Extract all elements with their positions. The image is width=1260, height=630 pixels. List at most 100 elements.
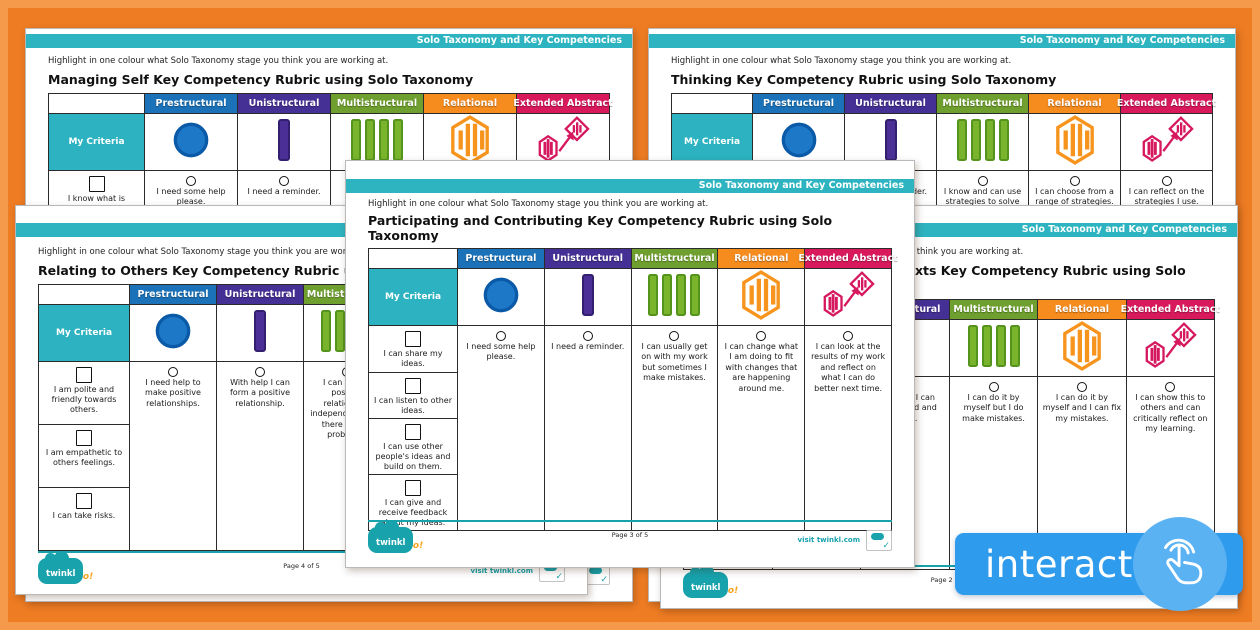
- instruction-text: Highlight in one colour what Solo Taxono…: [38, 247, 379, 257]
- page-number: Page 4 of 5: [283, 562, 320, 570]
- descriptor-prestructural: I need help to make positive relationshi…: [129, 362, 216, 550]
- criteria-cell: I can use other people's ideas and build…: [369, 419, 457, 475]
- header-extended-abstract: Extended Abstract: [798, 249, 898, 268]
- stage-radio[interactable]: [582, 331, 593, 341]
- relational-icon: [1054, 115, 1096, 169]
- criteria-cell: I can give and receive feedback about my…: [369, 475, 457, 530]
- unistructural-icon: [884, 118, 898, 166]
- rubric-table: Prestructural Unistructural Multistructu…: [368, 248, 898, 531]
- descriptor-prestructural: I need some help please.: [457, 326, 544, 530]
- interactive-badge-circle[interactable]: [1133, 517, 1227, 611]
- interactive-badge[interactable]: interactive: [955, 517, 1245, 611]
- descriptor-extended-abstract: I can show this to others and can critic…: [1125, 377, 1214, 569]
- multistructural-icon: [647, 273, 701, 321]
- header-unistructural: Unistructural: [543, 249, 631, 268]
- stage-radio[interactable]: [843, 331, 854, 341]
- stage-radio[interactable]: [977, 176, 988, 186]
- criteria-checkbox[interactable]: [76, 493, 92, 509]
- header-extended-abstract: Extended Abstract: [1117, 94, 1216, 113]
- criteria-checkbox[interactable]: [405, 480, 421, 496]
- twinkl-badge-icon: ✓: [866, 529, 892, 551]
- criteria-cell: I can take risks.: [39, 488, 129, 550]
- criteria-column: I am polite and friendly towards others.…: [39, 362, 129, 550]
- corner-cell: [369, 249, 457, 268]
- header-relational: Relational: [1037, 300, 1126, 319]
- visit-twinkl-link[interactable]: visit twinkl.com: [470, 567, 533, 575]
- stage-radio[interactable]: [669, 331, 680, 341]
- criteria-checkbox[interactable]: [88, 176, 105, 192]
- corner-cell: [39, 285, 129, 304]
- rubric-table: Prestructural Unistructural Multistructu…: [48, 93, 613, 382]
- criteria-checkbox[interactable]: [405, 424, 421, 440]
- header-extended-abstract: Extended Abstract: [513, 94, 613, 113]
- page-title: Managing Self Key Competency Rubric usin…: [48, 72, 474, 87]
- header-multistructural: Multistructural: [936, 94, 1028, 113]
- criteria-checkbox[interactable]: [76, 367, 92, 383]
- page-number: Page 3 of 5: [611, 531, 649, 539]
- multistructural-icon: [967, 324, 1021, 372]
- stage-radio[interactable]: [495, 331, 506, 341]
- extended-abstract-icon: [1140, 114, 1194, 170]
- stage-radio[interactable]: [1161, 176, 1172, 186]
- page-title: Participating and Contributing Key Compe…: [368, 213, 833, 243]
- prestructural-icon: [780, 121, 818, 163]
- header-unistructural: Unistructural: [216, 285, 303, 304]
- criteria-cell: I can share my ideas.: [369, 326, 457, 373]
- header-prestructural: Prestructural: [129, 285, 216, 304]
- relational-icon: [1061, 321, 1103, 375]
- header-unistructural: Unistructural: [844, 94, 936, 113]
- descriptor-relational: I can do it by myself and I can fix my m…: [1037, 377, 1125, 569]
- banner-solo-taxonomy: Solo Taxonomy and Key Competencies: [649, 34, 1235, 48]
- stage-radio[interactable]: [279, 176, 289, 186]
- multistructural-icon: [350, 118, 404, 166]
- worksheet-page-participating-contributing: Solo Taxonomy and Key Competencies Highl…: [345, 160, 915, 568]
- header-unistructural: Unistructural: [237, 94, 330, 113]
- criteria-checkbox[interactable]: [76, 430, 92, 446]
- stage-radio[interactable]: [1165, 382, 1176, 392]
- criteria-cell: I can listen to other ideas.: [369, 373, 457, 419]
- extended-abstract-icon: [821, 269, 875, 325]
- corner-cell: [49, 94, 144, 113]
- stage-radio[interactable]: [756, 331, 767, 341]
- visit-twinkl-link[interactable]: visit twinkl.com: [797, 536, 860, 544]
- criteria-column: I can share my ideas. I can listen to ot…: [369, 326, 457, 530]
- header-relational: Relational: [717, 249, 805, 268]
- relational-icon: [740, 270, 782, 324]
- unistructural-icon: [581, 273, 595, 321]
- prestructural-icon: [154, 312, 192, 354]
- header-relational: Relational: [1028, 94, 1120, 113]
- criteria-checkbox[interactable]: [405, 331, 421, 347]
- stage-radio[interactable]: [988, 382, 999, 392]
- instruction-text: Highlight in one colour what Solo Taxono…: [48, 56, 389, 66]
- header-relational: Relational: [423, 94, 516, 113]
- page-number: Page 2 of 5: [930, 576, 968, 584]
- corner-cell: [672, 94, 752, 113]
- stage-radio[interactable]: [1076, 382, 1087, 392]
- criteria-checkbox[interactable]: [405, 377, 421, 394]
- prestructural-icon: [172, 121, 210, 163]
- my-criteria-cell: My Criteria: [369, 269, 457, 325]
- extended-abstract-icon: [1143, 320, 1198, 376]
- instruction-text: Highlight in one colour what Solo Taxono…: [671, 56, 1012, 66]
- stage-radio[interactable]: [186, 176, 196, 186]
- stage-radio[interactable]: [1069, 176, 1080, 186]
- multistructural-icon: [956, 118, 1010, 166]
- header-prestructural: Prestructural: [752, 94, 844, 113]
- header-prestructural: Prestructural: [457, 249, 544, 268]
- header-multistructural: Multistructural: [948, 300, 1038, 319]
- descriptor-multistructural: I can usually get on with my work but so…: [630, 326, 718, 530]
- stage-radio[interactable]: [255, 367, 265, 377]
- descriptor-unistructural: I need a reminder.: [543, 326, 631, 530]
- descriptor-multistructural: I can do it by myself but I do make mist…: [948, 377, 1037, 569]
- descriptor-extended-abstract: I can look at the results of my work and…: [804, 326, 891, 530]
- stage-radio[interactable]: [168, 367, 178, 377]
- my-criteria-cell: My Criteria: [49, 114, 144, 170]
- descriptor-unistructural: With help I can form a positive relation…: [216, 362, 303, 550]
- header-prestructural: Prestructural: [144, 94, 237, 113]
- tap-hand-icon: [1151, 533, 1209, 595]
- instruction-text: Highlight in one colour what Solo Taxono…: [368, 199, 709, 209]
